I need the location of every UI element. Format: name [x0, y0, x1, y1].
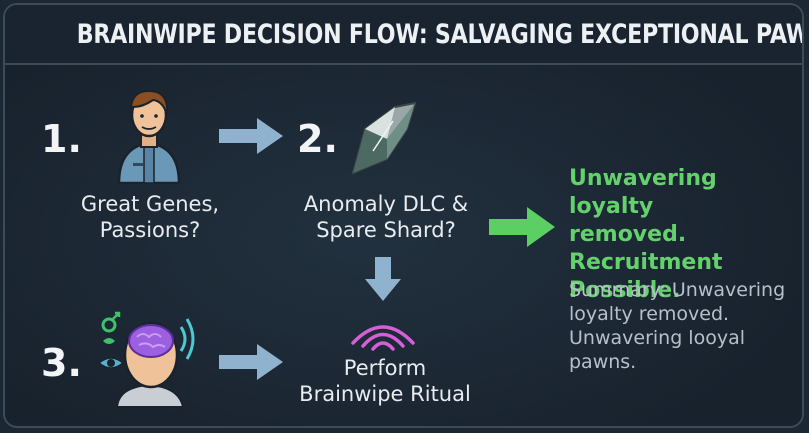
- step-2-number: 2.: [297, 117, 338, 161]
- psychic-wave-icon: [351, 325, 415, 351]
- title-bar: BRAINWIPE DECISION FLOW: SALVAGING EXCEP…: [5, 5, 802, 65]
- summary-text: Summary: Unwavering loyalty removed. Unw…: [569, 278, 789, 374]
- step-3-number: 3.: [41, 341, 82, 385]
- shard-icon: [351, 101, 417, 175]
- ritual-label-line2: Brainwipe Ritual: [299, 382, 471, 406]
- result-line4: Possible.: [569, 278, 681, 303]
- result-line3: Recruitment: [569, 250, 723, 275]
- arrow-right-icon: [219, 118, 283, 154]
- step-2-label: Anomaly DLC & Spare Shard?: [295, 191, 477, 243]
- brain-head-icon: [97, 311, 195, 408]
- result-text: Unwavering loyalty removed. Recruitment …: [569, 165, 802, 305]
- summary-line1: Summary: Unwavering: [569, 279, 786, 301]
- arrow-right-icon: [219, 344, 283, 380]
- pawn-person-icon: [117, 89, 181, 185]
- diagram-frame: BRAINWIPE DECISION FLOW: SALVAGING EXCEP…: [3, 3, 804, 428]
- result-line1: Unwavering loyalty: [569, 166, 717, 219]
- summary-line2: loyalty removed.: [569, 303, 730, 325]
- step-1-label-line2: Passions?: [99, 218, 201, 242]
- summary-line3: Unwavering looyal: [569, 327, 745, 349]
- step-1-label-line1: Great Genes,: [80, 192, 220, 216]
- step-2-label-line1: Anomaly DLC &: [303, 192, 469, 216]
- ritual-label-line1: Perform: [343, 356, 427, 380]
- step-2-label-line2: Spare Shard?: [316, 218, 456, 242]
- result-line2: removed.: [569, 222, 687, 247]
- step-1-number: 1.: [41, 117, 82, 161]
- ritual-label: Perform Brainwipe Ritual: [285, 355, 485, 407]
- diagram-title: BRAINWIPE DECISION FLOW: SALVAGING EXCEP…: [76, 19, 804, 50]
- arrow-down-icon: [365, 257, 401, 301]
- step-1-label: Great Genes, Passions?: [65, 191, 235, 243]
- arrow-right-green-icon: [489, 207, 555, 247]
- summary-line4: pawns.: [569, 351, 637, 373]
